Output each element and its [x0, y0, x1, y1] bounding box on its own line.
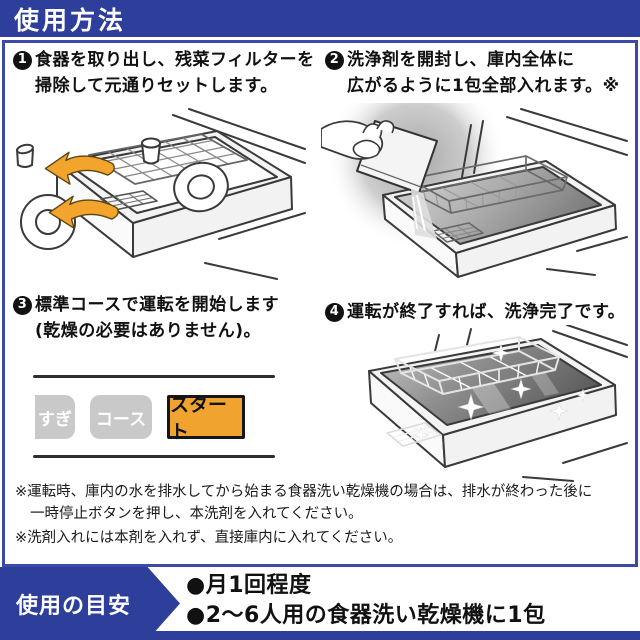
step-3-text: 3 標準コースで運転を開始します (乾燥の必要はありません)。 [13, 292, 279, 344]
instructions-box: 1 食器を取り出し、残菜フィルターを 掃除して元通りセットします。 2 洗浄剤を… [2, 40, 638, 567]
step-2-text: 2 洗浄剤を開封し、庫内全体に 広がるように1包全部入れます。※ [325, 47, 620, 99]
usage-item-frequency: ●月1回程度 [186, 573, 312, 598]
section-header-usage-method: 使用方法 [0, 0, 640, 37]
footnote-2-line1: ※洗剤入れには本剤を入れず、直接庫内に入れてください。 [15, 530, 403, 546]
step-4-line1: 運転が終了すれば、洗浄完了です。 [347, 302, 626, 322]
step-4-text: 4 運転が終了すれば、洗浄完了です。 [325, 299, 625, 325]
rinse-button: すぎ [35, 395, 75, 439]
step-3-line2: (乾燥の必要はありません)。 [35, 321, 262, 341]
band-bottom-stripe [0, 631, 640, 640]
step-2-number-badge: 2 [325, 50, 344, 70]
usage-item-capacity: ●2〜6人用の食器洗い乾燥機に1包 [186, 603, 546, 628]
step-4-number-badge: 4 [325, 302, 344, 322]
step-1-line2: 掃除して元通りセットします。 [35, 76, 278, 96]
footnote-1: ※運転時、庫内の水を排水してから始まる食器洗い乾燥機の場合は、排水が終わった後に… [15, 481, 629, 525]
step-1-text: 1 食器を取り出し、残菜フィルターを 掃除して元通りセットします。 [13, 47, 315, 99]
step-2-line2: 広がるように1包全部入れます。※ [347, 76, 620, 96]
dishwasher-remove-dishes-illustration [16, 108, 306, 280]
page-title: 使用方法 [14, 5, 127, 35]
panel-bottom-line [33, 455, 275, 458]
course-button: コース [90, 395, 152, 439]
step-2-line1: 洗浄剤を開封し、庫内全体に [347, 50, 575, 70]
footnote-1-line1: ※運転時、庫内の水を排水してから始まる食器洗い乾燥機の場合は、排水が終わった後に [15, 484, 593, 500]
panel-top-line [33, 375, 275, 378]
footnotes: ※運転時、庫内の水を排水してから始まる食器洗い乾燥機の場合は、排水が終わった後に… [15, 481, 629, 551]
step-3-number-badge: 3 [13, 295, 32, 315]
pour-detergent-illustration [321, 103, 628, 278]
control-panel-illustration: すぎ コース スタート [33, 375, 279, 458]
step-3-line1: 標準コースで運転を開始します [35, 295, 280, 315]
footnote-1-line2: 一時停止ボタンを押し、本洗剤を入れてください。 [30, 506, 363, 522]
usage-guideline-items: ●月1回程度 ●2〜6人用の食器洗い乾燥機に1包 [186, 571, 546, 631]
usage-guideline-label: 使用の目安 [0, 567, 180, 640]
start-button: スタート [167, 394, 245, 443]
usage-guideline-band: 使用の目安 ●月1回程度 ●2〜6人用の食器洗い乾燥機に1包 [0, 567, 640, 640]
clean-dishwasher-illustration [368, 325, 628, 482]
step-1-number-badge: 1 [13, 50, 32, 70]
step-1-line1: 食器を取り出し、残菜フィルターを [35, 50, 315, 70]
footnote-2: ※洗剤入れには本剤を入れず、直接庫内に入れてください。 [15, 527, 629, 549]
